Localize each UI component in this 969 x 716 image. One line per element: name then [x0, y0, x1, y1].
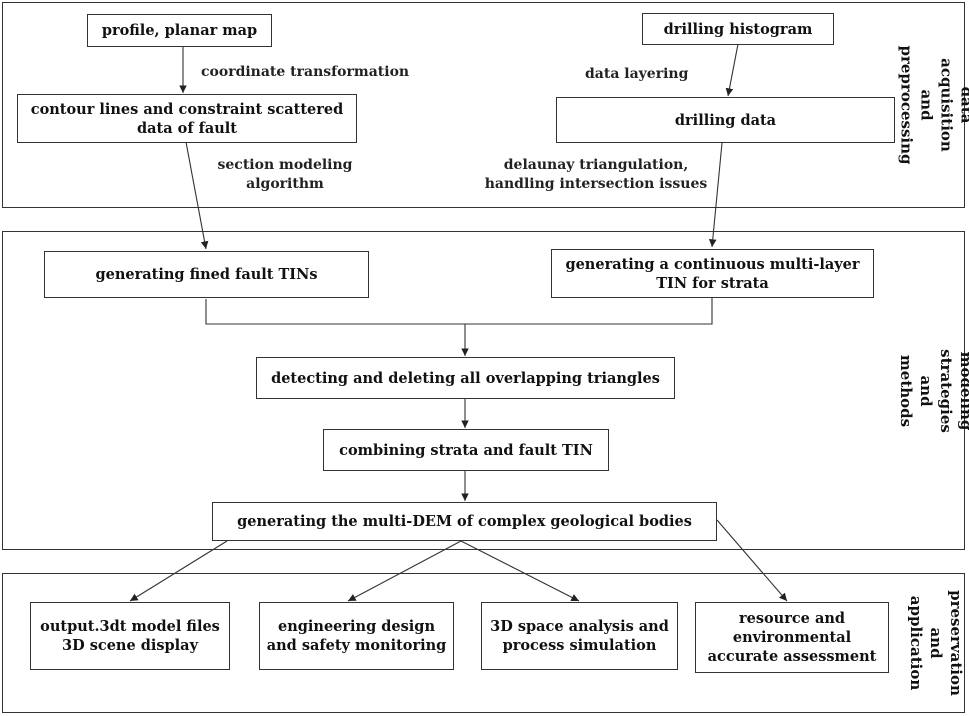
- label-section-modeling: section modeling algorithm: [217, 157, 353, 192]
- node-space-analysis: 3D space analysis and process simulation: [481, 602, 678, 670]
- node-fault-tins: generating fined fault TINs: [44, 251, 369, 298]
- node-profile-planar-map: profile, planar map: [87, 14, 272, 47]
- node-overlapping-triangles: detecting and deleting all overlapping t…: [256, 357, 675, 399]
- node-contour-lines: contour lines and constraint scattered d…: [17, 94, 357, 143]
- edge-dem-to-output: [129, 540, 228, 602]
- node-output-files: output.3dt model files 3D scene display: [30, 602, 230, 670]
- edge-merge-tins: [205, 298, 713, 325]
- label-data-layering: data layering: [585, 66, 689, 82]
- node-resource-assessment: resource and environmental accurate asse…: [695, 602, 889, 673]
- node-engineering-design: engineering design and safety monitoring: [259, 602, 454, 670]
- node-combine-strata-fault: combining strata and fault TIN: [323, 429, 609, 471]
- edge-contour-to-fault-tins: [185, 141, 209, 250]
- edge-dem-to-analysis: [460, 540, 580, 602]
- edge-histogram-to-drilling: [725, 43, 739, 97]
- node-drilling-histogram: drilling histogram: [642, 13, 834, 45]
- edge-dem-to-engineering: [347, 540, 462, 602]
- edge-drilling-to-strata-tin: [708, 142, 723, 248]
- section-preservation-frame: [2, 573, 965, 713]
- edge-dem-to-resource: [716, 519, 788, 602]
- node-multi-dem: generating the multi-DEM of complex geol…: [212, 502, 717, 541]
- label-coordinate-transformation: coordinate transformation: [201, 64, 410, 80]
- label-delaunay: delaunay triangulation, handling interse…: [484, 157, 708, 192]
- section-acquisition-frame: [2, 2, 965, 208]
- node-strata-tin: generating a continuous multi-layer TIN …: [551, 249, 874, 298]
- node-drilling-data: drilling data: [556, 97, 895, 143]
- section-modeling-frame: [2, 231, 965, 550]
